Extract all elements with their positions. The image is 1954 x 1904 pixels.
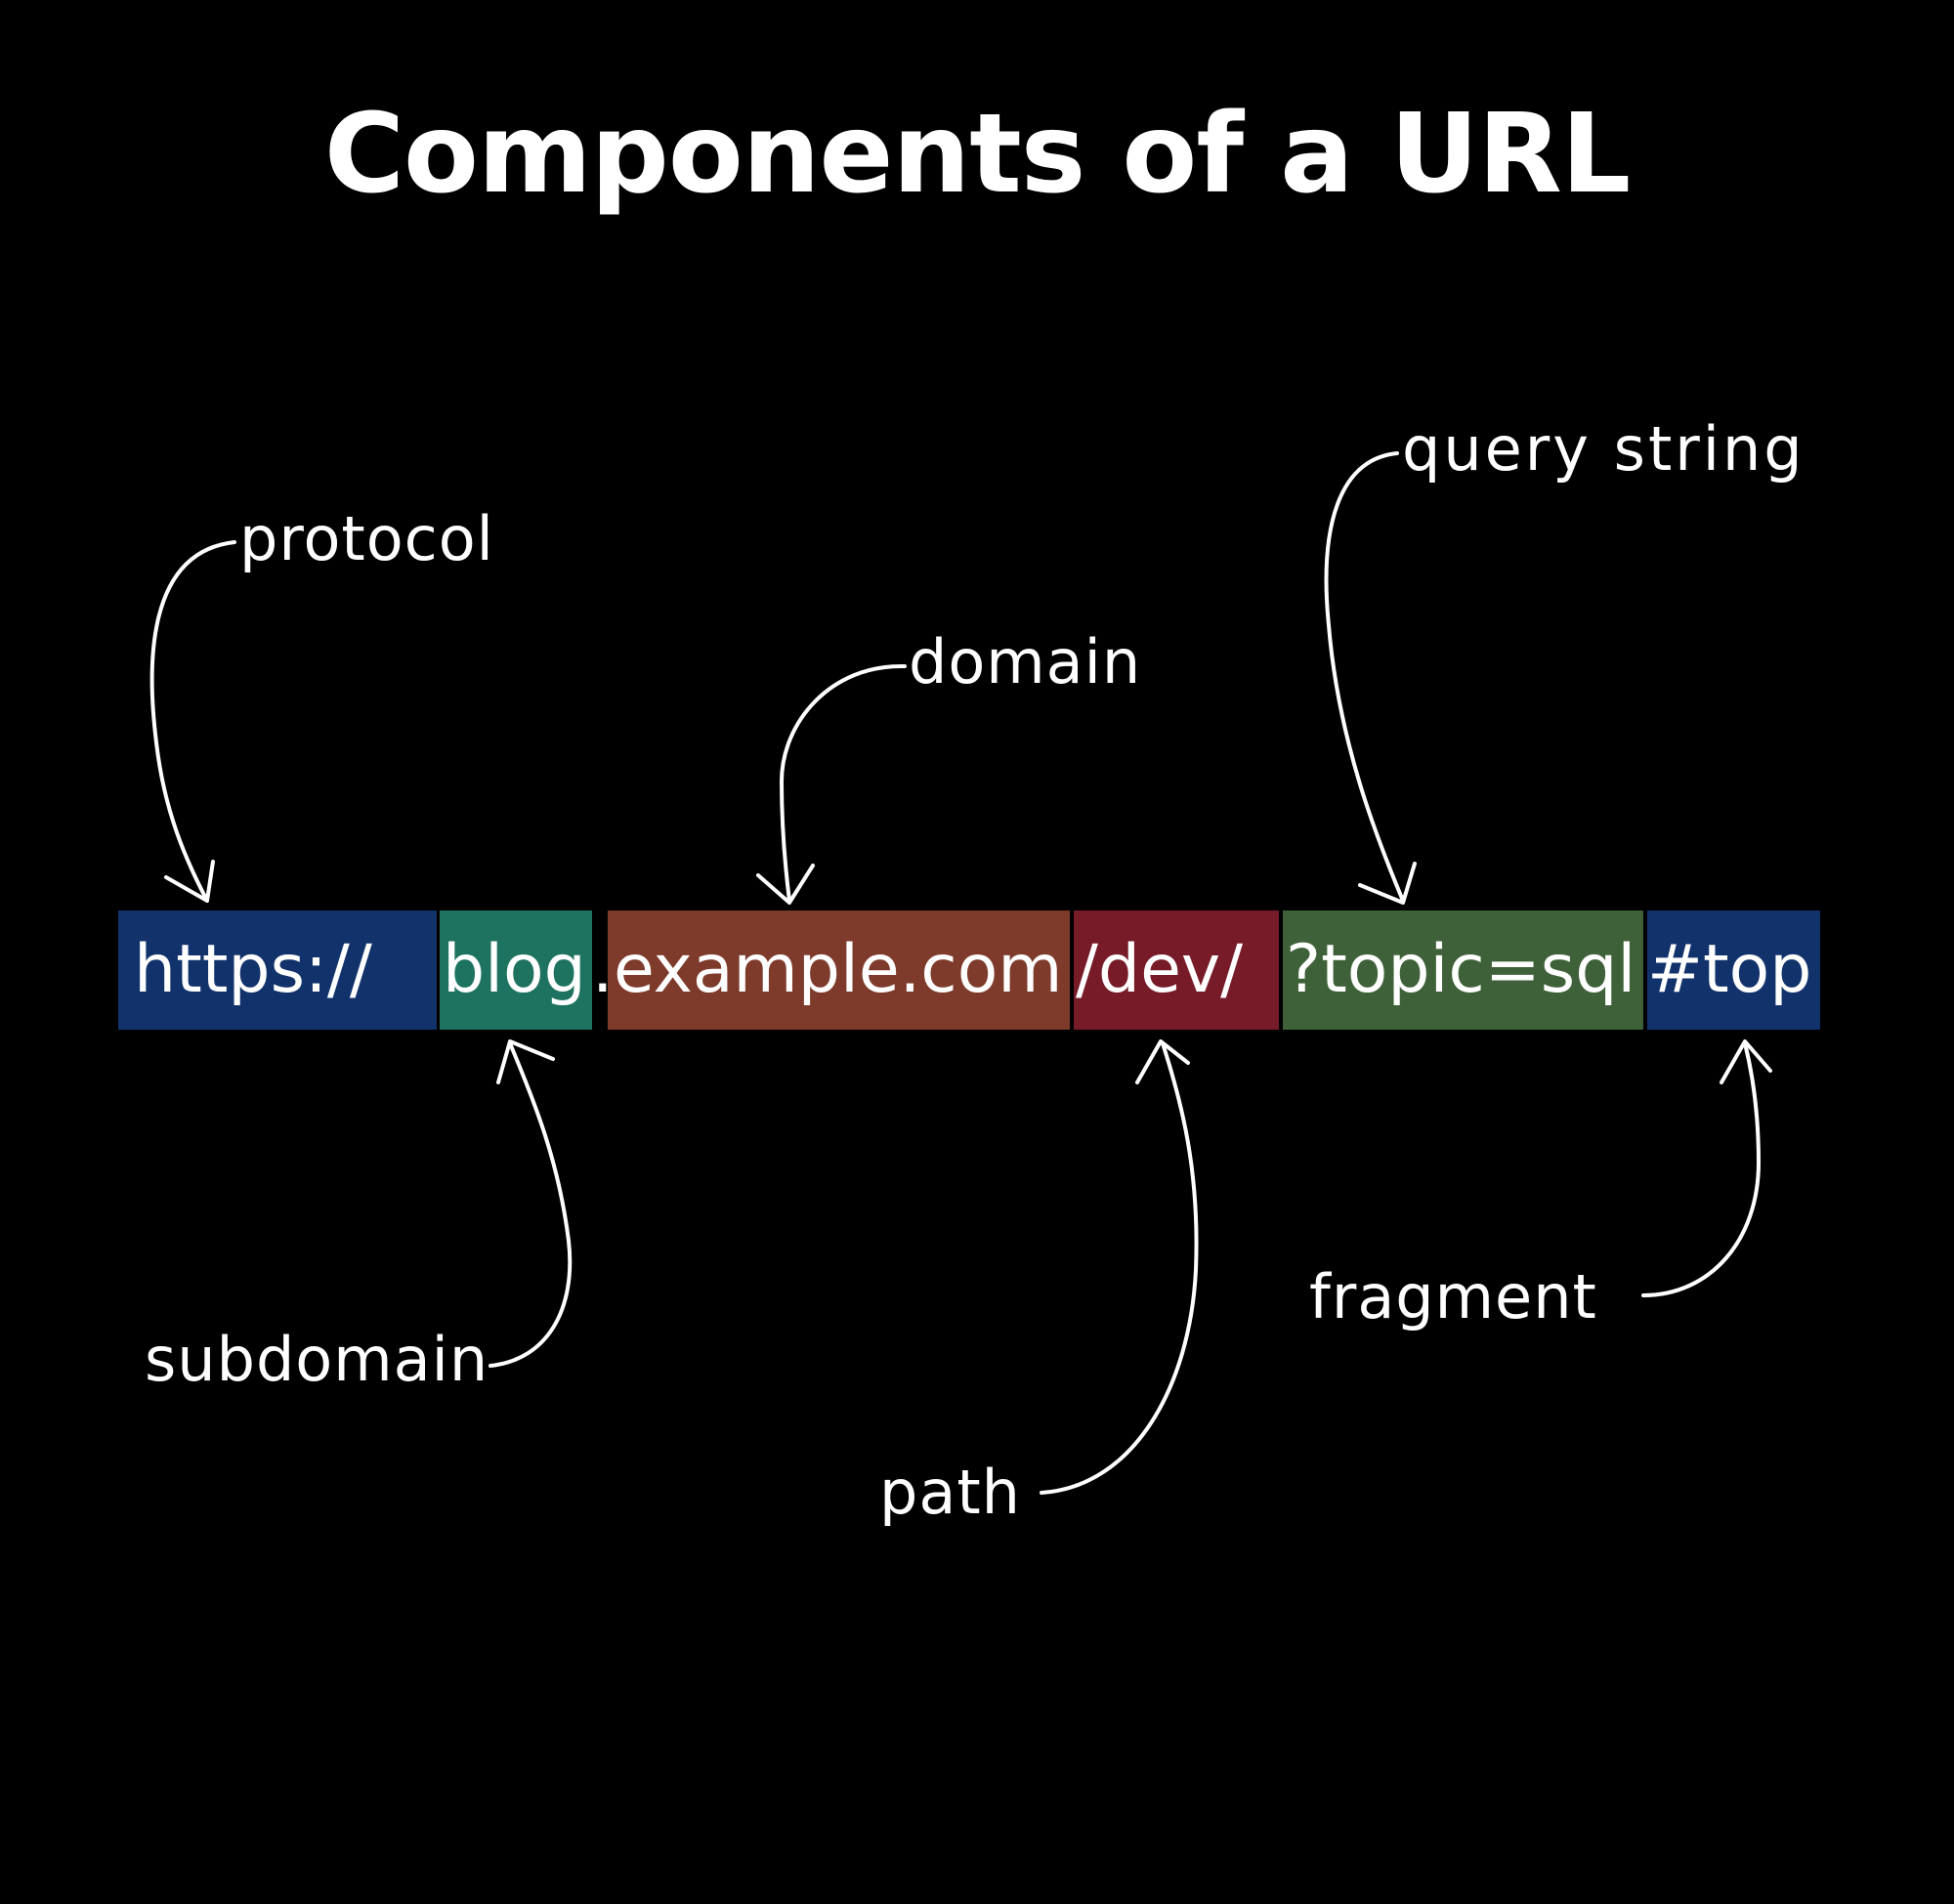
url-segment-domain-text: example.com (614, 931, 1063, 1008)
label-subdomain: subdomain (145, 1324, 489, 1395)
arrow-subdomain (488, 1039, 573, 1368)
label-domain: domain (909, 626, 1142, 698)
url-segment-fragment-text: #top (1647, 931, 1812, 1008)
arrow-path (1040, 1039, 1199, 1495)
label-query-string: query string (1402, 413, 1805, 485)
arrow-query-string (1324, 451, 1417, 905)
arrow-protocol (149, 540, 236, 903)
url-segment-subdomain-text: blog (443, 931, 586, 1008)
url-segment-fragment: #top (1647, 910, 1820, 1030)
url-segment-domain: example.com (608, 910, 1070, 1030)
arrow-fragment (1641, 1039, 1772, 1297)
arrow-domain (756, 663, 907, 905)
url-segment-path-text: /dev/ (1076, 931, 1244, 1008)
url-segment-protocol: https:// (118, 910, 437, 1030)
label-fragment: fragment (1309, 1261, 1597, 1333)
diagram-title: Components of a URL (323, 91, 1631, 218)
url-segment-query-text: ?topic=sql (1286, 931, 1636, 1008)
url-segment-subdomain: blog (440, 910, 592, 1030)
url-segment-path: /dev/ (1074, 910, 1279, 1030)
url-segment-query: ?topic=sql (1283, 910, 1643, 1030)
url-segment-protocol-text: https:// (134, 931, 372, 1008)
label-path: path (879, 1457, 1021, 1528)
label-protocol: protocol (239, 503, 494, 574)
